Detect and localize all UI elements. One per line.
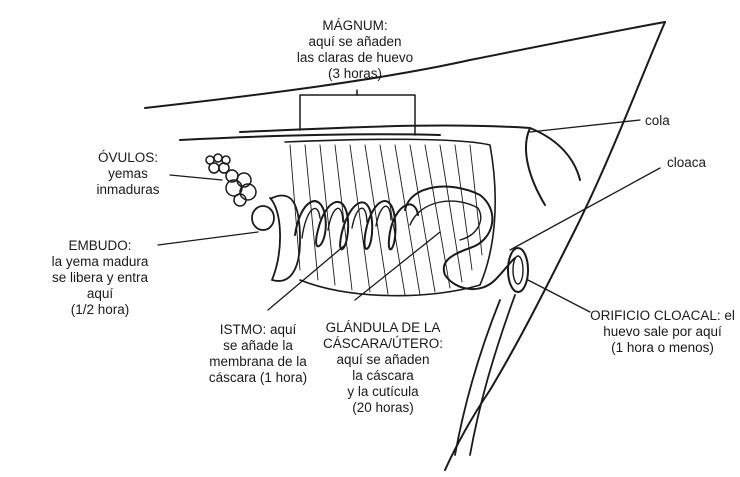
leader-lines — [158, 120, 660, 312]
label-istmo: ISTMO: aquí se añade la membrana de la c… — [198, 322, 318, 386]
mesentery-hatching — [290, 145, 482, 295]
tail-upper — [240, 125, 545, 205]
label-ovulos: ÓVULOS: yemas inmaduras — [78, 150, 178, 198]
label-glandula: GLÁNDULA DE LA CÁSCARA/ÚTERO: aquí se añ… — [318, 320, 448, 416]
label-orificio-cloacal: ORIFICIO CLOACAL: el huevo sale por aquí… — [590, 308, 735, 356]
mature-yolk — [252, 206, 274, 230]
label-cloaca: cloaca — [667, 155, 727, 171]
ovules-cluster — [206, 154, 256, 206]
leg-line-1 — [455, 300, 500, 455]
label-embudo: EMBUDO: la yema madura se libera y entra… — [25, 238, 175, 318]
tail-feather-1 — [530, 128, 580, 180]
cloacal-vent-inner — [513, 256, 523, 284]
label-cola: cola — [645, 113, 705, 129]
body-outline-right — [445, 22, 665, 470]
label-magnum: MÁGNUM: aquí se añaden las claras de hue… — [285, 18, 425, 82]
cloacal-vent — [508, 248, 528, 292]
